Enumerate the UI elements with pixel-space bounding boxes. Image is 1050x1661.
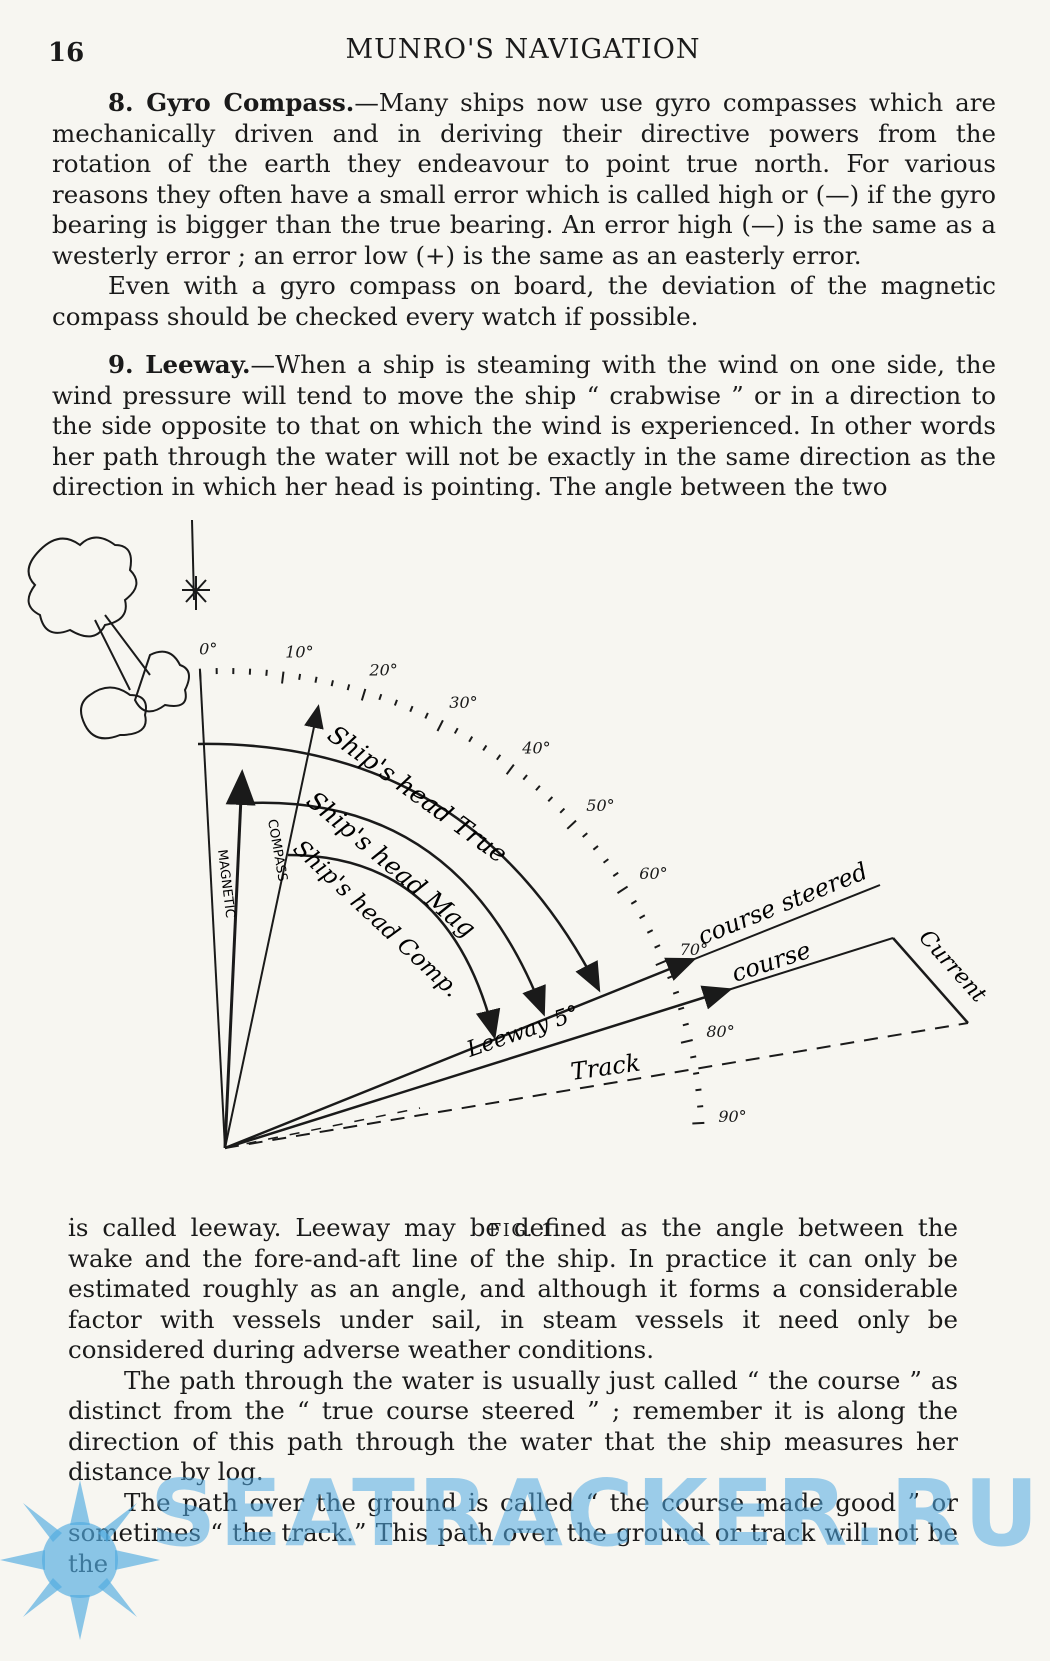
- watermark-text: SEATRACKER.RU: [150, 1460, 1042, 1567]
- scale-tick: [378, 693, 383, 701]
- section-8-paragraph-1: 8. Gyro Compass.—Many ships now use gyro…: [52, 88, 996, 271]
- course-steered-line: [224, 957, 697, 1150]
- current-line: [892, 937, 969, 1024]
- scale-tick: [265, 669, 268, 676]
- scale-tick: [330, 680, 334, 687]
- scale-tick: [692, 1121, 705, 1125]
- scale-label: 30°: [449, 693, 477, 712]
- course-line-extension: [727, 937, 894, 991]
- scale-label: 80°: [706, 1022, 734, 1041]
- label-magnetic: MAGNETIC: [214, 849, 237, 919]
- scale-tick: [672, 990, 680, 995]
- scale-tick: [612, 871, 619, 877]
- magnetic-meridian-arrow: [223, 769, 256, 1149]
- running-title: MUNRO'S NAVIGATION: [345, 34, 701, 65]
- section-8: 8. Gyro Compass.—Many ships now use gyro…: [52, 88, 996, 332]
- north-line: [182, 520, 210, 610]
- page-header: 16 MUNRO'S NAVIGATION: [48, 30, 998, 70]
- track-base-dashed: [224, 1107, 421, 1149]
- scale-tick: [630, 899, 637, 905]
- scale-tick: [677, 1006, 685, 1011]
- label-course: course: [728, 936, 814, 988]
- figure-leeway-diagram: Ship's head True Ship's head Mag Ship's …: [0, 520, 1050, 1220]
- scale-tick: [468, 736, 474, 743]
- section-8-paragraph-2: Even with a gyro compass on board, the d…: [52, 271, 996, 331]
- scale-tick: [281, 671, 285, 684]
- scale-tick: [482, 744, 488, 752]
- continuation-text: is called leeway. Leeway may be defined …: [68, 1213, 958, 1579]
- scale-tick: [409, 705, 414, 713]
- scale-label: 60°: [639, 864, 667, 883]
- scale-tick: [592, 845, 599, 851]
- continuation-paragraph-2: The path through the water is usually ju…: [68, 1365, 958, 1487]
- scale-tick: [424, 712, 429, 719]
- scale-tick: [393, 699, 398, 706]
- continuation-paragraph-1: is called leeway. Leeway may be defined …: [68, 1213, 958, 1364]
- scale-tick: [314, 676, 318, 683]
- scale-tick: [505, 764, 515, 775]
- scale-tick: [695, 1088, 702, 1092]
- course-line: [224, 985, 733, 1150]
- scale-tick: [346, 684, 351, 691]
- wind-cloud-drawing: [27, 536, 190, 740]
- scale-tick: [436, 719, 444, 732]
- section-9-heading: 9. Leeway.: [108, 350, 251, 379]
- scale-tick: [496, 754, 502, 761]
- scale-tick: [639, 914, 646, 920]
- scale-tick: [559, 807, 566, 814]
- scale-tick: [522, 774, 528, 781]
- leeway-diagram-svg: Ship's head True Ship's head Mag Ship's …: [27, 520, 992, 1150]
- scale-tick: [602, 858, 609, 864]
- scale-tick: [616, 885, 629, 894]
- label-current: Current: [914, 925, 992, 1007]
- scale-tick: [655, 959, 668, 967]
- true-meridian-line: [199, 669, 226, 1149]
- scale-tick: [667, 975, 674, 980]
- scale-label: 40°: [521, 738, 550, 757]
- watermark: SEATRACKER.RU: [0, 1460, 1050, 1661]
- scale-tick: [298, 673, 302, 680]
- page-number: 16: [48, 38, 85, 68]
- scale-tick: [690, 1055, 697, 1059]
- ships-head-true-arc: [197, 742, 601, 993]
- scale-tick: [453, 727, 459, 734]
- section-9-paragraph-1: 9. Leeway.—When a ship is steaming with …: [52, 350, 996, 503]
- course-extension-line: [691, 884, 881, 961]
- scale-tick: [566, 819, 577, 830]
- label-compass: COMPASS: [264, 818, 290, 883]
- scale-tick: [646, 929, 654, 934]
- watermark-star-icon: [0, 1480, 160, 1640]
- degree-scale: [198, 668, 705, 1125]
- scale-label: 90°: [718, 1107, 746, 1126]
- ships-head-mag-arc: [247, 801, 546, 1017]
- label-course-steered: course steered: [694, 857, 872, 951]
- track-line: [224, 1022, 969, 1149]
- scale-tick: [582, 832, 588, 838]
- scale-tick: [198, 668, 202, 681]
- scale-tick: [693, 1071, 700, 1075]
- compass-meridian-arrow: [224, 704, 324, 1149]
- figure-caption: FIG. 1.: [488, 1220, 562, 1241]
- scale-label: 10°: [285, 643, 313, 662]
- scale-tick: [654, 944, 661, 949]
- section-9-text-1: —When a ship is steaming with the wind o…: [52, 350, 996, 501]
- scale-label: 50°: [586, 796, 614, 815]
- scale-tick: [680, 1039, 693, 1044]
- scale-tick: [547, 796, 554, 803]
- scale-tick: [535, 785, 541, 791]
- scale-tick: [682, 1022, 689, 1027]
- scale-label: 0°: [199, 640, 217, 659]
- scale-label: 20°: [368, 661, 397, 680]
- ships-head-comp-arc: [287, 853, 501, 1040]
- section-9: 9. Leeway.—When a ship is steaming with …: [52, 350, 996, 503]
- degree-scale-labels: 0° 10° 20° 30° 40° 50° 60° 70° 80° 90°: [199, 640, 747, 1126]
- section-8-text-1: —Many ships now use gyro compasses which…: [52, 88, 996, 270]
- section-8-heading: 8. Gyro Compass.: [108, 88, 355, 117]
- scale-label: 70°: [680, 940, 708, 959]
- scale-tick: [360, 688, 367, 701]
- scale-tick: [697, 1105, 704, 1108]
